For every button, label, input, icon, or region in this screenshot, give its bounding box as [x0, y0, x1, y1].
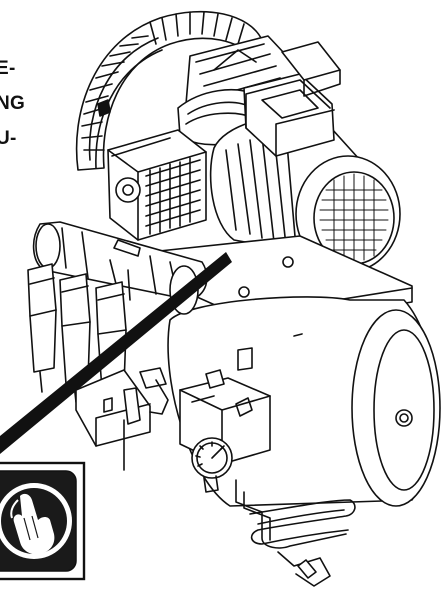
fan-shroud [75, 10, 263, 171]
cropped-text-line-1: E- [0, 58, 16, 79]
valve-bracket [75, 367, 169, 447]
pressure-gauge [191, 437, 233, 493]
motor-vent-grid [319, 173, 389, 263]
top-right-unit [281, 41, 341, 97]
drain-coil [235, 479, 356, 587]
hand-touch-warning-icon [0, 483, 72, 559]
cropped-text-line-3: U- [0, 128, 17, 149]
callout-pointer [0, 252, 232, 454]
left-cylinder-head [107, 129, 207, 241]
electric-motor [209, 73, 401, 273]
cropped-text-line-2: NG [0, 93, 26, 114]
